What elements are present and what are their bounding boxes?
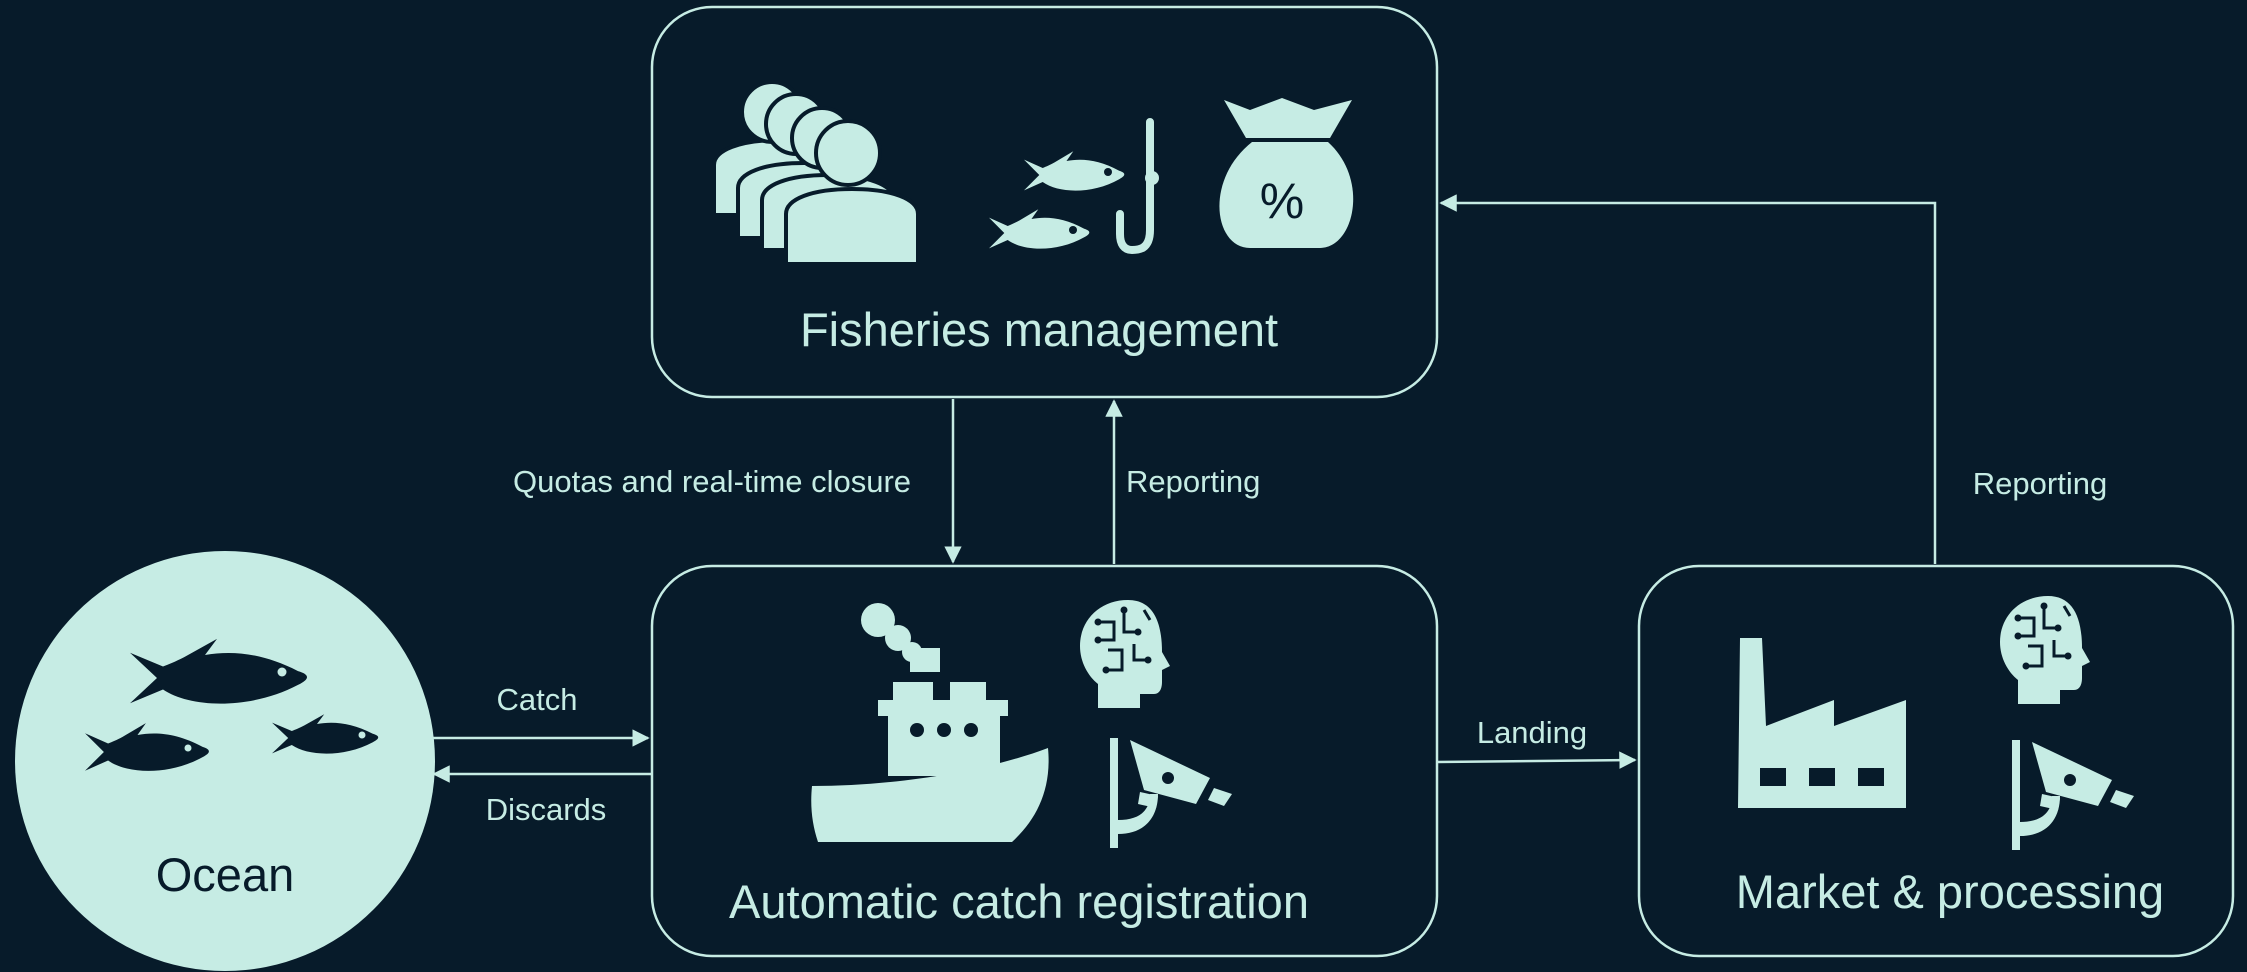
reporting-label-market: Reporting — [1973, 466, 2107, 501]
catch-registration-title: Automatic catch registration — [729, 875, 1309, 928]
surveillance-camera-icon — [1110, 738, 1232, 848]
ai-head-icon — [1998, 594, 2092, 706]
quotas-label: Quotas and real-time closure — [513, 464, 911, 499]
money-bag-percent-icon: % — [1219, 98, 1354, 248]
ocean-title: Ocean — [156, 848, 294, 901]
fisheries-management-title: Fisheries management — [800, 303, 1278, 356]
fishing-boat-icon — [811, 603, 1049, 842]
market-processing-box — [1637, 564, 2235, 958]
landing-label: Landing — [1477, 715, 1587, 750]
surveillance-camera-icon — [2012, 740, 2134, 850]
ocean-node — [15, 551, 435, 971]
factory-icon — [1738, 638, 1906, 808]
fish-school-icon — [85, 638, 379, 771]
discards-label: Discards — [486, 792, 607, 827]
landing-arrow — [1436, 751, 1637, 769]
fish-hook-icon — [989, 118, 1159, 255]
reporting-label-registration: Reporting — [1126, 464, 1260, 499]
fisheries-management-box — [650, 5, 1439, 399]
percent-glyph: % — [1260, 173, 1304, 229]
market-processing-title: Market & processing — [1736, 865, 2164, 918]
reporting-arrow-market — [1439, 194, 1937, 564]
people-group-icon — [712, 80, 920, 266]
ai-head-icon — [1078, 598, 1172, 710]
catch-label: Catch — [497, 682, 578, 717]
